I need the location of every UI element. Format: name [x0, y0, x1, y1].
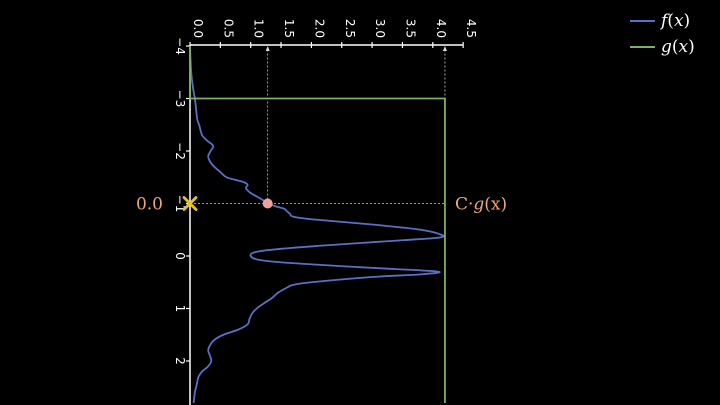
y-tick-label: 2.0 — [312, 19, 326, 38]
legend-label-part: x — [674, 11, 684, 31]
sample-point — [262, 198, 273, 209]
guide-lines — [190, 46, 447, 204]
envelope-label-part: ) — [500, 195, 507, 215]
y-tick-label: 4.0 — [434, 19, 448, 38]
x-tick-label: 2 — [173, 357, 187, 365]
x-tick-label: −2 — [173, 142, 187, 160]
series-line-f — [189, 45, 445, 404]
sample-guide-arrow — [265, 46, 270, 51]
legend-label-part: g — [661, 37, 672, 57]
sample-x-marker — [182, 196, 198, 211]
x-tick-label: −1 — [173, 195, 187, 213]
y-tick-label: 0.5 — [221, 19, 235, 38]
axes: 0.0 0.5 1.0 1.5 2.0 2.5 3.0 3.5 4.0 4.5 −4 −3 −2 −1 0 1… — [173, 19, 478, 405]
y-tick-label: 2.5 — [343, 19, 357, 38]
legend-label-part: x — [679, 37, 689, 57]
y-tick-label: 4.5 — [464, 19, 478, 38]
legend-label-part: ) — [688, 37, 695, 57]
series-line-g — [189, 46, 446, 403]
legend-label-part: ( — [672, 37, 679, 57]
envelope-label-part: · — [468, 195, 473, 215]
y-tick-label: 0.0 — [191, 19, 205, 38]
y-tick-label: 1.0 — [252, 19, 266, 38]
envelope-label-part: C — [455, 195, 468, 215]
markers: 0.0 C·g(x) — [136, 195, 507, 215]
envelope-label-part: ( — [484, 195, 491, 215]
envelope-guide-arrow — [442, 46, 447, 51]
x-tick-label: 0 — [173, 252, 187, 260]
x-tick-label: −4 — [173, 37, 187, 55]
y-tick-label: 3.5 — [403, 19, 417, 38]
series — [189, 45, 446, 404]
sample-x-value-label: 0.0 — [136, 195, 163, 215]
envelope-label-part: g — [473, 195, 484, 215]
x-tick-label: 1 — [173, 305, 187, 313]
envelope-label: C·g(x) — [455, 195, 507, 215]
legend: f(x)g(x) — [630, 11, 695, 57]
envelope-label-part: x — [491, 195, 501, 215]
legend-label-f: f(x) — [659, 11, 690, 31]
legend-label-part: ( — [667, 11, 674, 31]
legend-label-part: f — [659, 11, 670, 31]
legend-label-g: g(x) — [661, 37, 695, 57]
y-tick-label: 3.0 — [373, 19, 387, 38]
legend-label-part: ) — [684, 11, 691, 31]
y-tick-label: 1.5 — [282, 19, 296, 38]
x-tick-label: −3 — [173, 90, 187, 108]
